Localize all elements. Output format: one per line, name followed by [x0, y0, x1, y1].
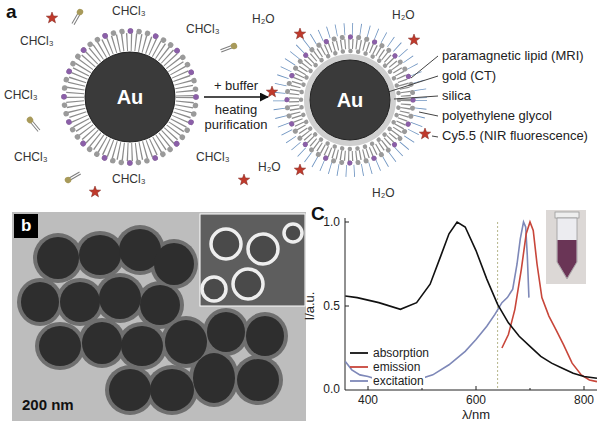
legend-text: absorption: [372, 346, 430, 360]
part-label: polyethylene glycol: [442, 108, 552, 124]
solvent-label: CHCl₃: [112, 4, 146, 18]
step-label: heating: [215, 102, 258, 117]
water-label: H₂O: [392, 8, 415, 22]
part-label: paramagnetic lipid (MRI): [442, 48, 584, 64]
tick-label: 600: [466, 393, 486, 407]
tick-label: 400: [358, 393, 378, 407]
part-label: silica: [442, 88, 471, 104]
tem-image: [12, 212, 306, 421]
dye-star: [266, 28, 430, 175]
tick-label: 800: [574, 393, 594, 407]
lipid-shell: [64, 31, 196, 163]
chart-axes: [345, 218, 597, 390]
legend-sample: [350, 353, 368, 381]
absorption-curve: [345, 222, 597, 378]
spectra: [345, 222, 597, 383]
solvent-label: CHCl₃: [196, 150, 230, 164]
water-label: H₂O: [258, 160, 281, 174]
tem-inset: [200, 214, 305, 306]
tick-label: 0.0: [323, 382, 340, 396]
process-arrow: [204, 96, 268, 98]
solvent-label: CHCl₃: [4, 88, 38, 102]
arrow-label: + buffer: [214, 78, 258, 93]
excitation-curve: [345, 222, 529, 383]
solvent-label: CHCl₃: [112, 172, 146, 186]
nanoparticle-node: Au: [56, 23, 204, 171]
nanoparticle-node: Au: [268, 18, 432, 182]
free-lipid: [25, 8, 238, 185]
legend-text: emission: [372, 360, 421, 374]
vial-photo: [546, 210, 586, 284]
panel-letter: a: [6, 1, 17, 23]
core-label: Au: [337, 89, 364, 111]
panel-letter: C: [311, 203, 325, 225]
step-label: purification: [205, 117, 268, 132]
axis-title: λ/nm: [462, 407, 490, 422]
part-label: Cy5.5 (NIR fluorescence): [442, 128, 588, 144]
solvent-label: CHCl₃: [20, 34, 54, 48]
water-label: H₂O: [252, 12, 275, 26]
solvent-label: CHCl₃: [14, 150, 48, 164]
solvent-label: CHCl₃: [186, 22, 220, 36]
part-label: gold (CT): [442, 68, 496, 84]
leader-line: [388, 56, 438, 137]
scale-label: 200 nm: [22, 396, 74, 413]
coated-shell: [279, 29, 421, 171]
panel-letter: b: [14, 214, 38, 238]
legend-text: excitation: [372, 374, 425, 388]
water-label: H₂O: [372, 186, 395, 200]
tick-label: 1.0: [323, 215, 340, 229]
axis-title: I/a.u.: [302, 292, 317, 321]
core-label: Au: [117, 86, 144, 108]
tick-label: 0.5: [323, 299, 340, 313]
